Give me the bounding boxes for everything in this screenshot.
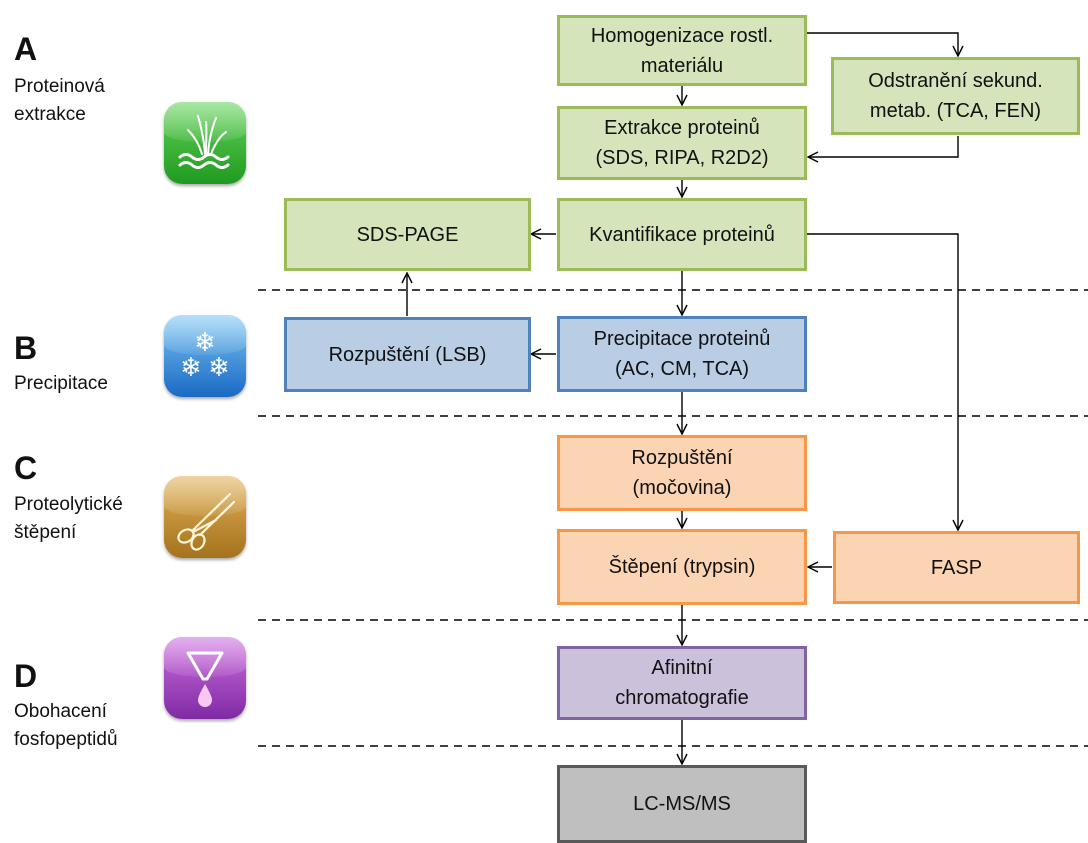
grass-icon xyxy=(164,102,246,184)
section-a-label: Proteinová extrakce xyxy=(14,76,105,125)
section-b-letter: B xyxy=(14,330,38,366)
box-rozpusteni-lsb: Rozpuštění (LSB) xyxy=(284,317,531,392)
box-afinitni: Afinitní chromatografie xyxy=(557,646,807,720)
section-b-label: Precipitace xyxy=(14,373,108,394)
section-d-label: Obohacení fosfopeptidů xyxy=(14,701,118,750)
section-c-letter: C xyxy=(14,450,38,486)
scissors-icon xyxy=(164,476,246,558)
section-c-label: Proteolytické štěpení xyxy=(14,494,123,543)
box-fasp: FASP xyxy=(833,531,1080,604)
svg-text:❄: ❄ xyxy=(208,353,230,383)
box-lcms: LC-MS/MS xyxy=(557,765,807,843)
box-homogenizace: Homogenizace rostl. materiálu xyxy=(557,15,807,86)
box-precipitace: Precipitace proteinů (AC, CM, TCA) xyxy=(557,316,807,392)
section-d-letter: D xyxy=(14,658,38,694)
arrow-odstraneni-extrakce xyxy=(808,136,959,157)
funnel-drop-icon xyxy=(164,637,246,719)
box-extrakce: Extrakce proteinů (SDS, RIPA, R2D2) xyxy=(557,106,807,180)
box-sds-page: SDS-PAGE xyxy=(284,198,531,271)
box-stepeni: Štěpení (trypsin) xyxy=(557,529,807,605)
box-odstraneni: Odstranění sekund. metab. (TCA, FEN) xyxy=(831,57,1080,135)
snowflake-icon: ❄ ❄ ❄ xyxy=(164,315,246,397)
section-a-letter: A xyxy=(14,31,38,67)
arrow-homog-odstraneni xyxy=(806,32,958,56)
box-kvantifikace: Kvantifikace proteinů xyxy=(557,198,807,271)
arrow-kvantifikace-fasp xyxy=(806,233,958,530)
svg-text:❄: ❄ xyxy=(180,353,202,383)
svg-text:❄: ❄ xyxy=(194,328,216,358)
box-rozpusteni-mocovina: Rozpuštění (močovina) xyxy=(557,435,807,511)
